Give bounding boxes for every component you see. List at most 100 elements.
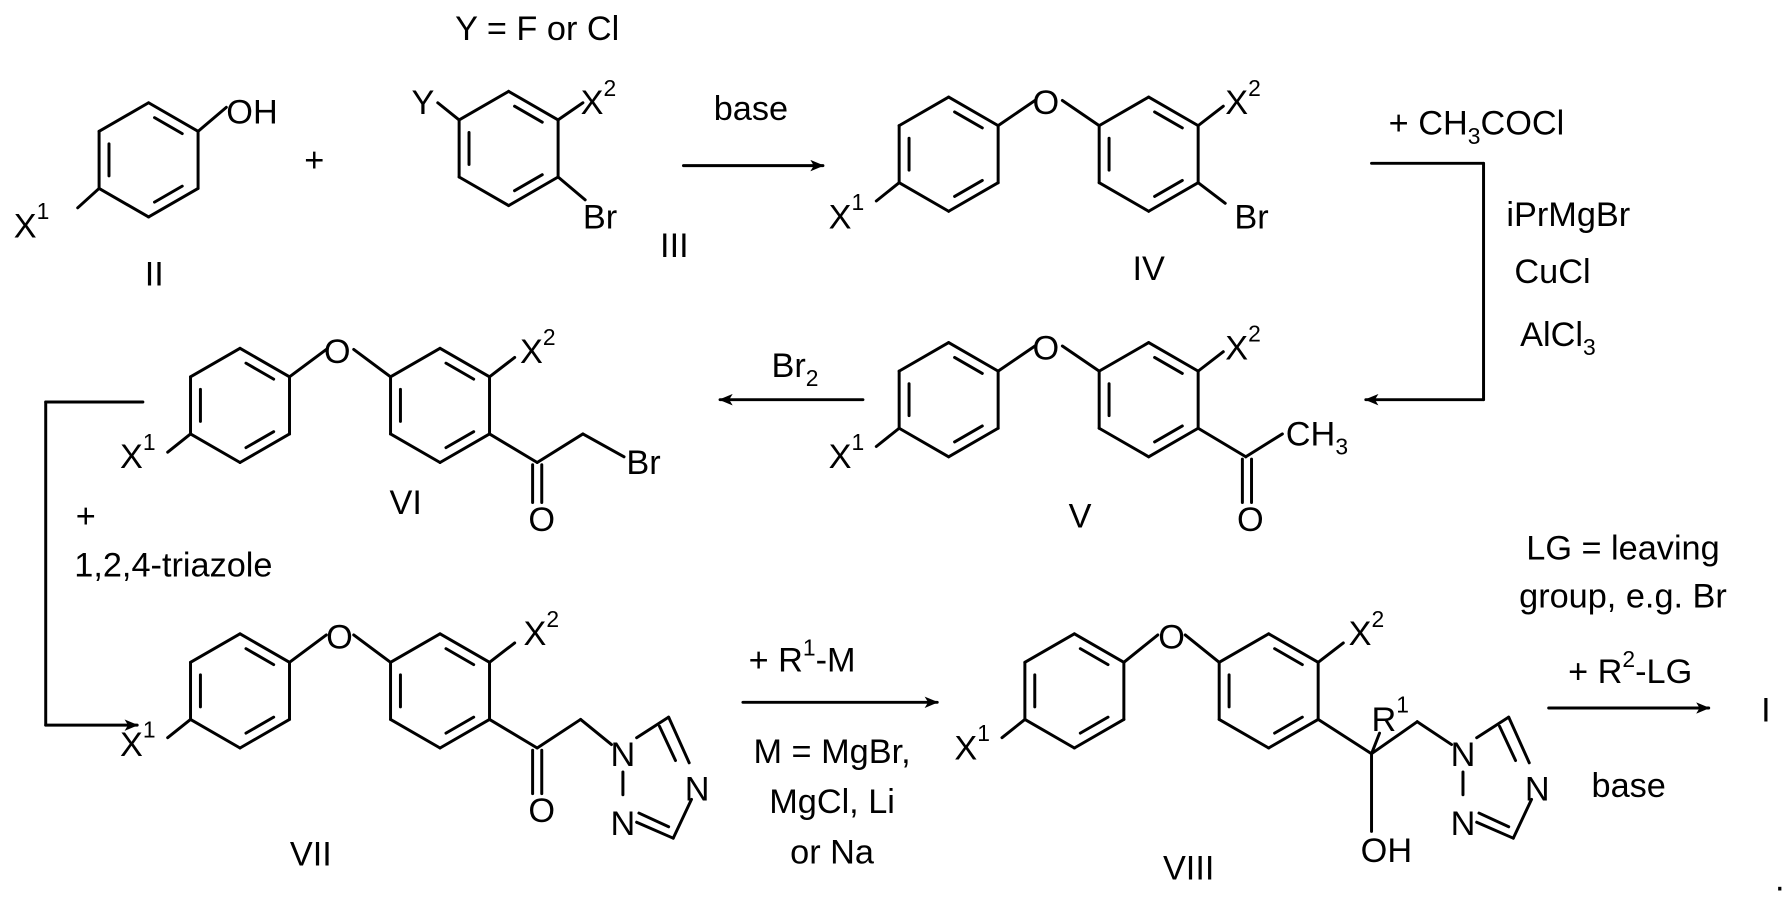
reagent-alkylating: + R [1568,653,1622,691]
ether-bond [1062,346,1099,371]
atom-x: X [581,84,604,122]
compound-label: V [1069,498,1092,536]
x1-bond [168,434,191,452]
ring-bond [459,91,508,120]
bond [198,107,226,131]
ring-bond [1099,428,1148,457]
superscript: 1 [977,720,990,746]
atom-n: N [1451,736,1476,774]
subscript: 2 [806,365,819,391]
atom-x: X [120,438,143,476]
bond [558,177,585,200]
ring-bond [1099,183,1148,212]
x1-bond [168,719,191,737]
ring-bond [1025,719,1074,748]
triazole-double-bond [659,726,675,760]
metal-definition-2: MgCl, Li [769,783,895,821]
ring-bond [99,103,148,132]
plus-sign: + [304,141,324,179]
lg-definition-line2: group, e.g. Br [1519,578,1727,616]
atom-o: O [528,792,555,830]
triazole-double-bond [1500,726,1516,760]
svg-text:+ CH3COCl: + CH3COCl [1389,105,1565,149]
ring-bond [391,348,440,377]
ring-bond [1219,634,1268,663]
reagent-base: base [1592,767,1666,805]
compound-label: VI [390,484,422,522]
bond [537,434,583,463]
ring-bond [391,634,440,663]
ether-bond [1062,100,1099,125]
bond [78,188,99,207]
ring-bond [1025,634,1074,663]
svg-text:CH3: CH3 [1286,415,1348,459]
x2-bond [490,643,515,662]
atom-x: X [520,333,543,371]
atom-x: X [829,438,852,476]
svg-text:X1: X1 [829,189,865,236]
svg-text:Br2: Br2 [771,347,818,391]
compound-label: IV [1132,250,1165,288]
ring-bond [459,177,508,206]
subscript: 3 [1335,434,1348,460]
reagent-organometallic: + R [749,641,803,679]
bond [1246,434,1283,457]
atom-x: X [1225,330,1248,368]
superscript: 1 [852,429,865,455]
atom-x: X [1225,84,1248,122]
ring-bond [1099,343,1148,372]
superscript: 1 [852,189,865,215]
bond [558,103,583,120]
superscript: 1 [37,198,50,224]
compound-VII: O X1 X2 O N N N VII [120,606,710,874]
atom-x: X [1349,615,1372,653]
ether-bond [1185,635,1219,662]
y-definition: Y = F or Cl [455,10,619,48]
atom-x: X [120,726,143,764]
x2-bond [490,357,515,376]
atom-r: R [1372,701,1397,739]
svg-text:X2: X2 [523,606,559,653]
superscript: 2 [1622,646,1635,672]
atom-o: O [326,619,353,657]
atom-oh: OH [1361,832,1412,870]
atom-o: O [324,333,351,371]
x2-bond [1198,106,1223,125]
ether-bond [1124,635,1158,662]
atom-o: O [1237,501,1264,539]
ring-bond [99,188,148,217]
bond [490,434,538,463]
ether-bond [998,346,1035,371]
atom-o: O [1158,619,1185,657]
superscript: 2 [546,606,559,632]
ring-bond [899,183,948,212]
atom-o: O [528,501,555,539]
metal-definition-3: or Na [790,833,875,871]
ring-bond [899,97,948,126]
ring-bond [391,434,440,463]
atom-x: X [829,198,852,236]
atom-n: N [1525,771,1550,809]
svg-text:X1: X1 [14,198,50,245]
ether-bond [354,349,391,376]
ring-bond [1219,719,1268,748]
x2-bond [1318,643,1343,662]
superscript: 1 [803,634,816,660]
compound-label: III [660,227,689,265]
superscript: 2 [603,75,616,101]
compound-II: OH X1 II [14,93,278,293]
compound-label-final: I [1761,692,1771,730]
triazole-bond [1477,822,1514,838]
x1-bond [1002,719,1025,737]
atom-n: N [611,805,636,843]
ring-bond [191,434,240,463]
ether-bond [998,100,1035,125]
ether-bond [290,349,327,376]
atom-br: Br [1234,198,1268,236]
reagent-bromine: Br [771,347,805,385]
superscript: 1 [143,717,156,743]
svg-text:X2: X2 [1225,75,1261,122]
compound-label: VII [290,836,332,874]
compound-VIII: O X1 X2 R1 OH N N N VIII [954,606,1549,887]
